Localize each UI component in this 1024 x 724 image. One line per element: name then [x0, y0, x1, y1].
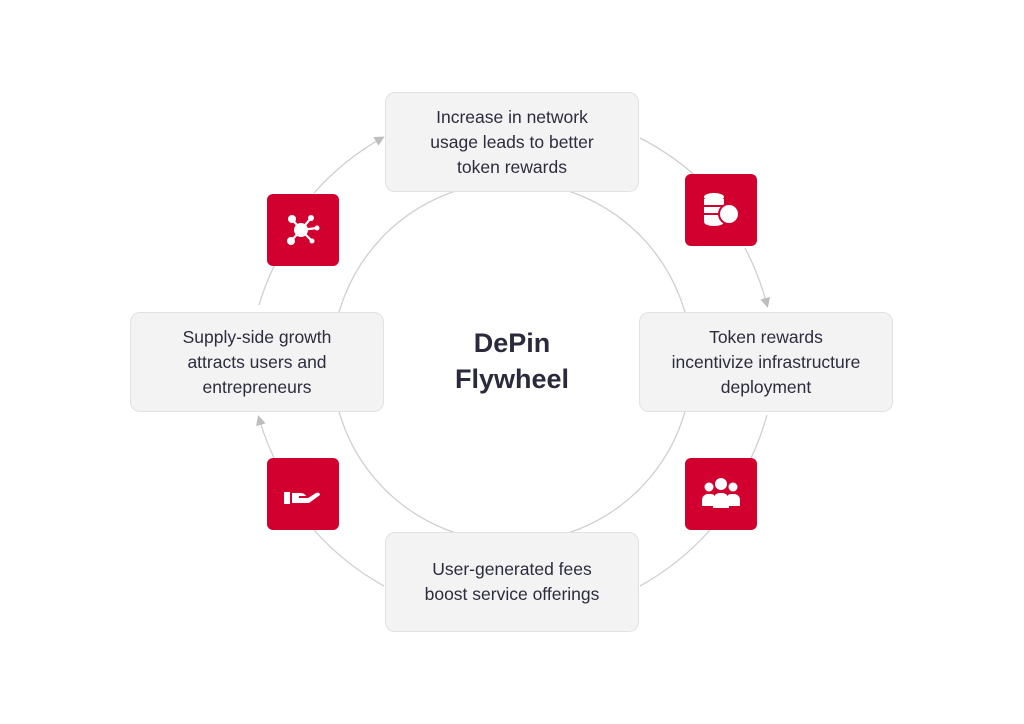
step-left-line-3: entrepreneurs	[202, 376, 312, 397]
outer-arc-bottom-left	[313, 529, 385, 587]
step-box-top: Increase in network usage leads to bette…	[385, 92, 639, 192]
coins-icon	[685, 174, 757, 246]
step-box-right: Token rewards incentivize infrastructure…	[639, 312, 893, 412]
step-left-line-2: attracts users and	[187, 351, 327, 372]
step-box-bottom: User-generated fees boost service offeri…	[385, 532, 639, 632]
step-right-line-1: Token rewards	[709, 326, 823, 347]
step-top-line-1: Increase in network	[436, 106, 588, 127]
network-hub-icon	[267, 194, 339, 266]
step-top-line-3: token rewards	[457, 156, 567, 177]
center-title: DePin Flywheel	[412, 325, 612, 397]
hand-giving-icon	[267, 458, 339, 530]
outer-arc-left-upper	[258, 261, 277, 306]
step-bottom-line-1: User-generated fees	[432, 559, 592, 579]
outer-arc-top-left	[313, 136, 385, 194]
step-bottom-line-2: boost service offerings	[424, 584, 600, 604]
center-title-line-2: Flywheel	[454, 364, 570, 394]
step-box-left: Supply-side growth attracts users and en…	[130, 312, 384, 412]
users-group-icon	[685, 458, 757, 530]
step-right-line-3: deployment	[720, 376, 812, 397]
step-top-line-2: usage leads to better	[430, 131, 594, 152]
step-right-line-2: incentivize infrastructure	[671, 351, 861, 372]
outer-arc-right-upper	[744, 247, 771, 308]
outer-arc-bottom-right	[639, 529, 711, 587]
center-title-line-1: DePin	[473, 328, 551, 358]
step-left-line-1: Supply-side growth	[182, 326, 332, 347]
